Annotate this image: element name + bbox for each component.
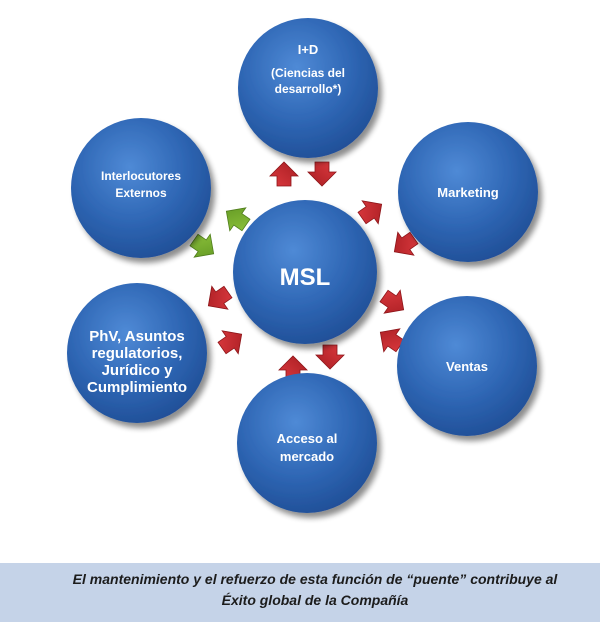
arrow-phv-in-icon <box>213 322 251 360</box>
node-phv-line2: regulatorios, <box>92 345 183 362</box>
arrow-ventas-out-icon <box>375 284 413 322</box>
node-marketing-circle <box>398 122 538 262</box>
arrow-phv-out-icon <box>199 280 237 318</box>
arrow-id-down-icon <box>307 161 337 187</box>
node-phv <box>67 283 207 423</box>
node-acceso-circle <box>237 373 377 513</box>
arrow-acceso-out-icon <box>315 344 345 370</box>
node-interlocutores <box>71 118 211 258</box>
node-ventas-circle <box>397 296 537 436</box>
caption-banner: El mantenimiento y el refuerzo de esta f… <box>0 563 600 622</box>
node-acceso-line2: mercado <box>280 449 334 464</box>
node-phv-circle <box>67 283 207 423</box>
node-interlocutores-line1: Interlocutores <box>101 169 181 183</box>
diagram-canvas: I+D (Ciencias del desarrollo*) Interlocu… <box>67 18 538 513</box>
node-acceso-line1: Acceso al <box>277 431 338 446</box>
arrow-id-up-icon <box>269 161 299 187</box>
caption-line2: Éxito global de la Compañía <box>221 592 409 608</box>
arrow-marketing-out-icon <box>353 192 391 230</box>
node-msl <box>233 200 377 344</box>
node-phv-line3: Jurídico y <box>102 362 174 379</box>
node-id-title: I+D <box>298 42 319 57</box>
node-marketing-label: Marketing <box>437 185 498 200</box>
node-marketing <box>398 122 538 262</box>
caption-line1: El mantenimiento y el refuerzo de esta f… <box>72 571 558 587</box>
node-ventas <box>397 296 537 436</box>
node-phv-line4: Cumplimiento <box>87 379 187 396</box>
node-msl-label: MSL <box>280 264 331 291</box>
node-interlocutores-circle <box>71 118 211 258</box>
node-phv-line1: PhV, Asuntos <box>89 328 185 345</box>
node-msl-circle <box>233 200 377 344</box>
diagram: I+D (Ciencias del desarrollo*) Interlocu… <box>67 18 538 513</box>
node-id-circle <box>238 18 378 158</box>
node-ventas-label: Ventas <box>446 359 488 374</box>
node-id-line3: desarrollo*) <box>275 82 342 96</box>
node-id-line2: (Ciencias del <box>271 66 345 80</box>
node-interlocutores-line2: Externos <box>115 186 167 200</box>
node-id <box>238 18 378 158</box>
node-acceso <box>237 373 377 513</box>
